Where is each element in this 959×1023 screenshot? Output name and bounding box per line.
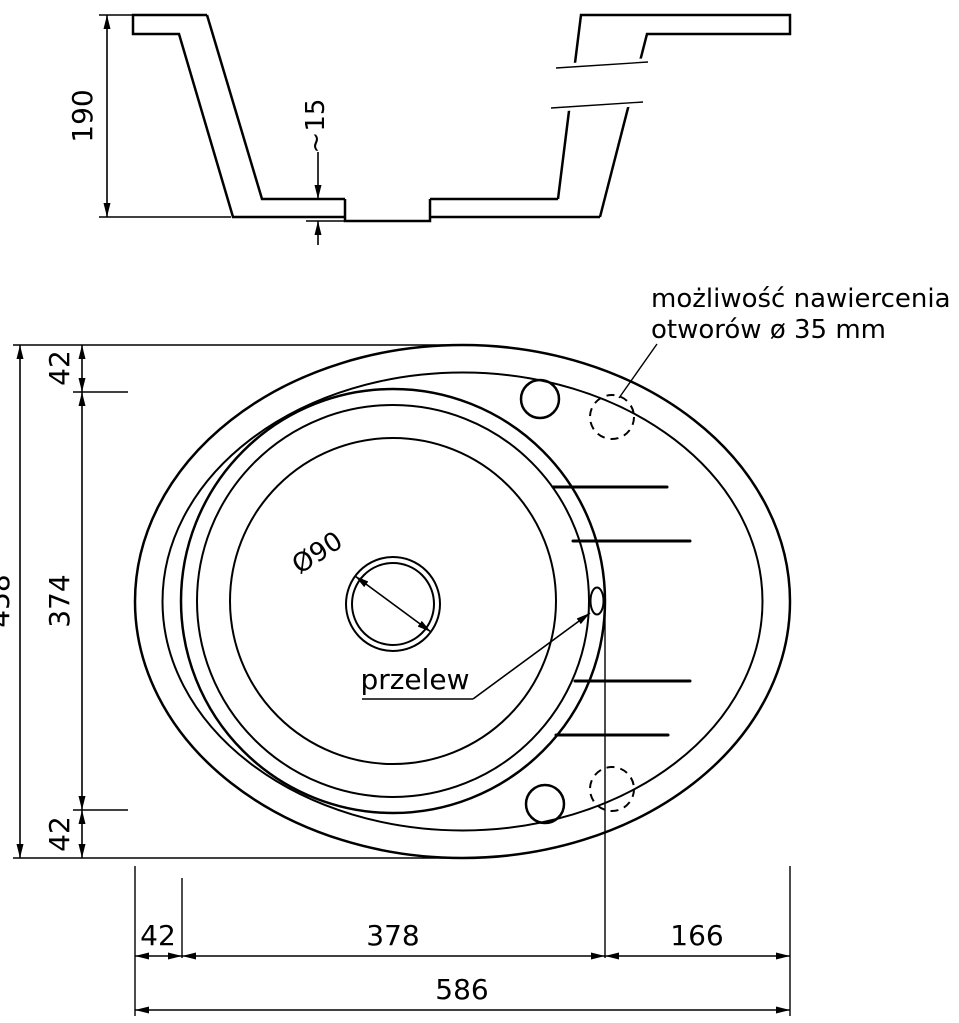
note-leader [618, 343, 658, 399]
tap-hole-bottom [524, 783, 566, 825]
dim-label-586: 586 [435, 973, 488, 1006]
sink-outer-contour [133, 343, 792, 860]
section-drain-recess [343, 199, 432, 223]
cross-section-view: 190 ~15 [66, 13, 792, 245]
drain-diameter-line [354, 575, 432, 633]
optional-hole-bottom [589, 766, 635, 812]
drain-inner-circle [351, 562, 435, 646]
drain-diameter-callout: Ø90 [287, 526, 432, 633]
bottom-dimensions: 42 378 166 586 [134, 612, 791, 1016]
break-line-top [555, 61, 649, 69]
section-left-rim-outer [131, 13, 345, 219]
drain-diameter-label: Ø90 [287, 526, 348, 580]
dimension-458: 458 [0, 344, 460, 859]
dimension-190: 190 [66, 14, 231, 218]
sink-inner-contour [161, 371, 764, 832]
plan-view: przelew Ø90 możliwość nawiercenia otworó… [0, 284, 951, 1016]
overflow-label: przelew [360, 663, 469, 696]
tap-hole-top [519, 378, 561, 420]
dim-label-378: 378 [366, 919, 419, 952]
note-line-2: otworów ø 35 mm [651, 315, 886, 345]
dim-label-190: 190 [66, 89, 99, 142]
section-right-wall-and-rim [556, 13, 792, 218]
dim-label-166: 166 [670, 919, 723, 952]
break-line-bottom [550, 101, 644, 109]
drain-outer-circle [345, 556, 441, 652]
bowl-bottom-circle [229, 437, 557, 765]
overflow-callout: przelew [360, 612, 591, 700]
optional-hole-top [589, 394, 635, 440]
dim-label-374: 374 [43, 574, 76, 627]
dim-label-458: 458 [0, 574, 16, 627]
note-line-1: możliwość nawiercenia [651, 284, 951, 314]
dimension-recess-15: ~15 [301, 99, 345, 245]
bowl-outer-circle [179, 387, 607, 815]
bowl-rim-circle [196, 404, 590, 798]
dim-label-42-top: 42 [43, 350, 76, 386]
dim-label-42-bottom: 42 [43, 816, 76, 852]
dim-label-15: ~15 [301, 99, 331, 154]
overflow-leader [472, 612, 591, 700]
break-band [550, 58, 650, 112]
dimension-42-374-42: 42 374 42 [43, 345, 128, 858]
dim-label-42-left: 42 [140, 919, 176, 952]
overflow-slot [589, 586, 605, 616]
drilling-note: możliwość nawiercenia otworów ø 35 mm [618, 284, 951, 399]
